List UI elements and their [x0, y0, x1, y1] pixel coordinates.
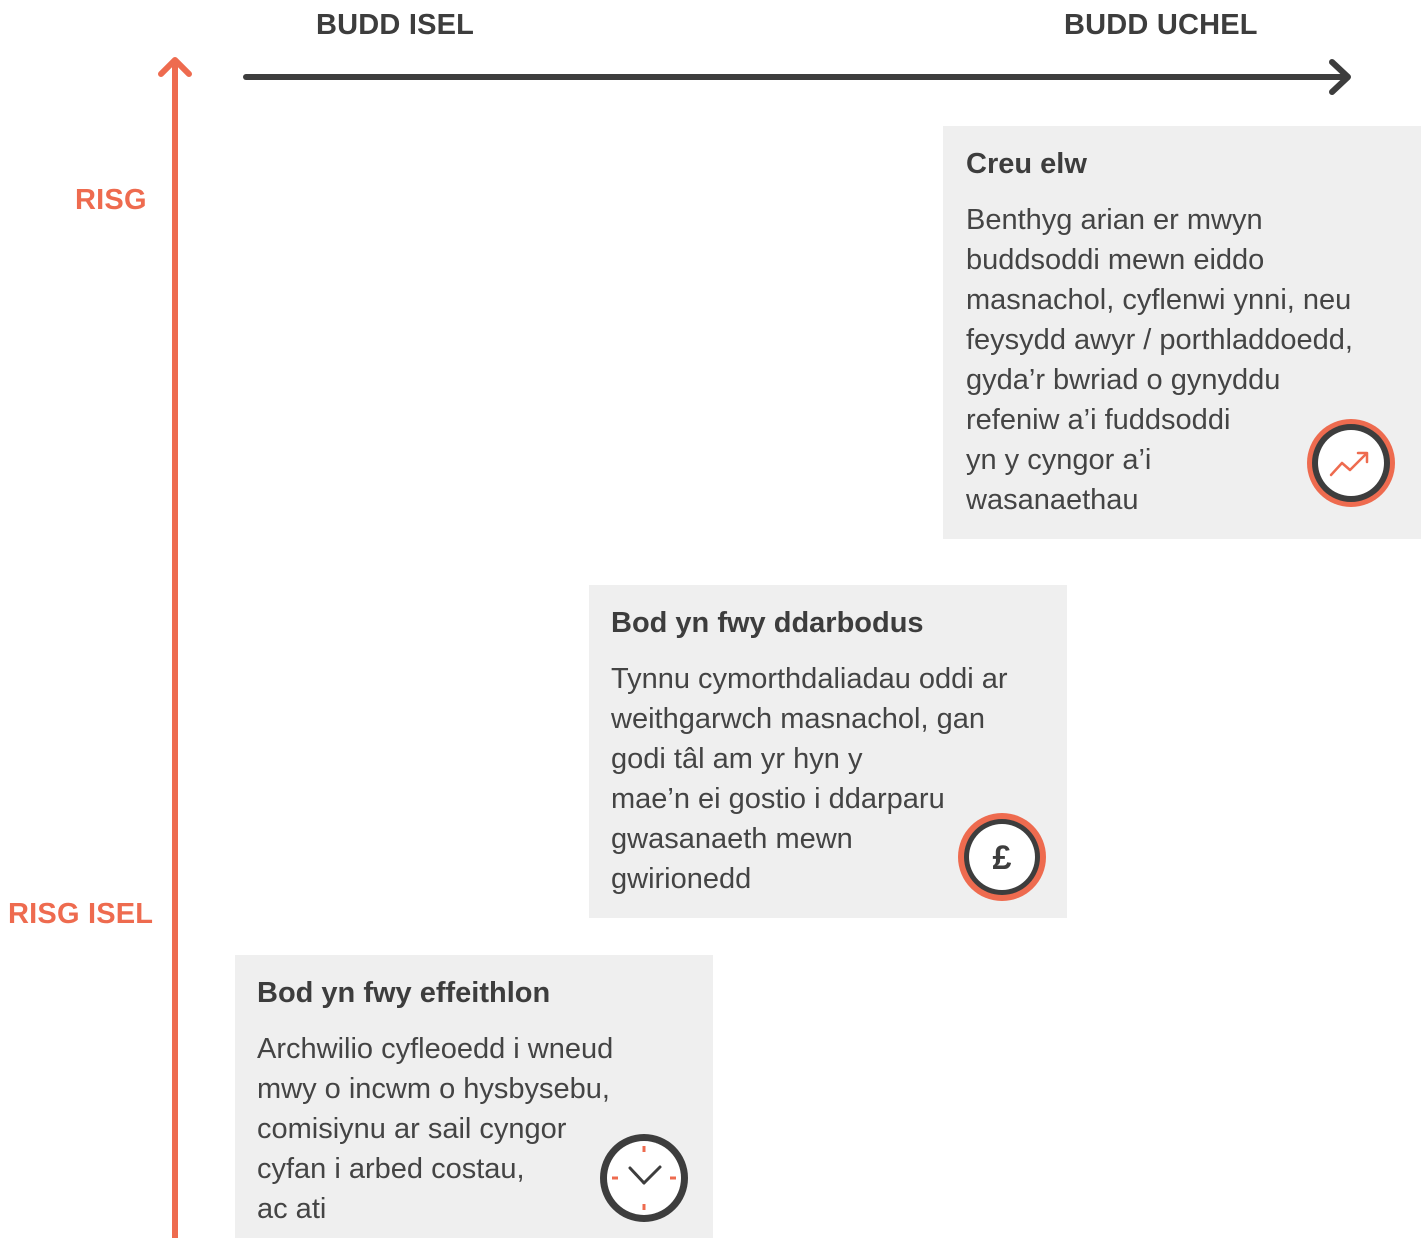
x-axis-high-label: BUDD UCHEL: [1064, 9, 1258, 41]
card-body-line: Tynnu cymorthdaliadau oddi ar: [611, 663, 1008, 695]
pound-sign-icon: £: [958, 813, 1046, 901]
card-body-line: feysydd awyr / porthladdoedd,: [966, 324, 1353, 356]
card-body-line: ac ati: [257, 1193, 327, 1225]
y-axis-arrow: [158, 57, 192, 1238]
card-body-line: mae’n ei gostio i ddarparu: [611, 783, 945, 815]
card-body-line: godi tâl am yr hyn y: [611, 743, 863, 775]
card-create-profit: Creu elw Benthyg arian er mwyn buddsoddi…: [943, 126, 1421, 539]
clock-icon: [600, 1134, 688, 1222]
y-axis-high-label: RISG: [75, 184, 147, 216]
card-body-line: cyfan i arbed costau,: [257, 1153, 525, 1185]
card-body-line: gyda’r bwriad o gynyddu: [966, 364, 1281, 396]
card-title: Creu elw: [966, 148, 1087, 180]
card-body-line: Archwilio cyfleoedd i wneud: [257, 1033, 614, 1065]
card-be-more-prudent: Bod yn fwy ddarbodus Tynnu cymorthdaliad…: [589, 585, 1067, 918]
card-body-line: gwirionedd: [611, 863, 752, 895]
y-axis-low-label: RISG ISEL: [8, 898, 154, 930]
card-body-line: refeniw a’i fuddsoddi: [966, 404, 1231, 436]
card-body-line: weithgarwch masnachol, gan: [611, 703, 985, 735]
card-body: Benthyg arian er mwyn buddsoddi mewn eid…: [966, 200, 1353, 520]
card-be-more-efficient: Bod yn fwy effeithlon Archwilio cyfleoed…: [235, 955, 713, 1238]
card-title: Bod yn fwy effeithlon: [257, 977, 551, 1009]
card-body-line: wasanaethau: [966, 484, 1139, 516]
card-body-line: comisiynu ar sail cyngor: [257, 1113, 567, 1145]
trend-up-icon: [1307, 419, 1395, 507]
x-axis-arrow: [243, 59, 1351, 95]
pound-glyph: £: [993, 839, 1012, 877]
card-body-line: mwy o incwm o hysbysebu,: [257, 1073, 610, 1105]
card-body-line: Benthyg arian er mwyn: [966, 204, 1263, 236]
card-body-line: gwasanaeth mewn: [611, 823, 853, 855]
card-body: Tynnu cymorthdaliadau oddi ar weithgarwc…: [611, 659, 1008, 899]
card-body-line: buddsoddi mewn eiddo: [966, 244, 1265, 276]
x-axis-low-label: BUDD ISEL: [316, 9, 475, 41]
card-body-line: yn y cyngor a’i: [966, 444, 1152, 476]
card-body: Archwilio cyfleoedd i wneud mwy o incwm …: [257, 1029, 613, 1229]
card-body-line: masnachol, cyflenwi ynni, neu: [966, 284, 1352, 316]
card-title: Bod yn fwy ddarbodus: [611, 607, 924, 639]
